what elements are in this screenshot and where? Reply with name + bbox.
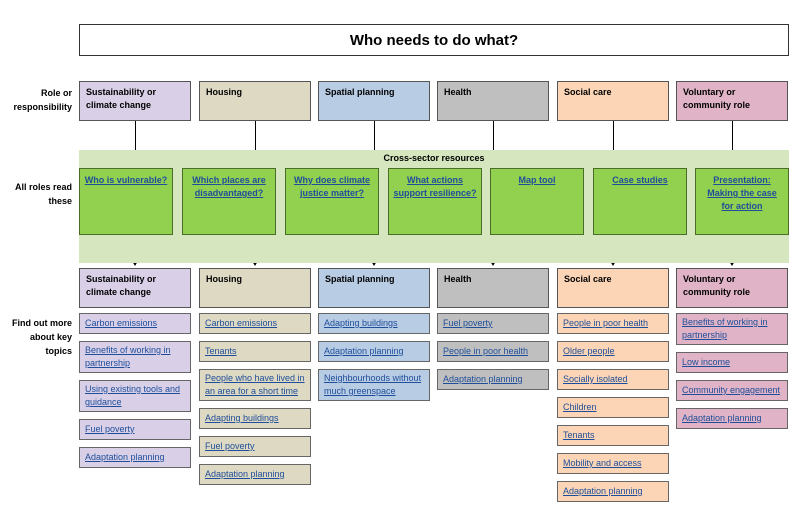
connector-top-spatial-planning	[374, 121, 375, 150]
topic-fuel-poverty[interactable]: Fuel poverty	[437, 313, 549, 334]
topic-benefits-of-working-in-partnership[interactable]: Benefits of working in partnership	[676, 313, 788, 345]
resource-what-actions-support-resilience[interactable]: What actions support resilience?	[388, 168, 482, 235]
topic-low-income[interactable]: Low income	[676, 352, 788, 373]
role-header-housing: Housing	[199, 81, 311, 121]
topic-adaptation-planning[interactable]: Adaptation planning	[437, 369, 549, 390]
topic-adaptation-planning[interactable]: Adaptation planning	[79, 447, 191, 468]
topic-tenants[interactable]: Tenants	[199, 341, 311, 362]
role-header-sustainability-or-climate-change: Sustainability or climate change	[79, 81, 191, 121]
role-topic-header-health: Health	[437, 268, 549, 308]
page-title: Who needs to do what?	[79, 24, 789, 56]
role-topic-header-voluntary-or-community-role: Voluntary or community role	[676, 268, 788, 308]
topic-fuel-poverty[interactable]: Fuel poverty	[79, 419, 191, 440]
role-header-spatial-planning: Spatial planning	[318, 81, 430, 121]
role-topic-header-sustainability-or-climate-change: Sustainability or climate change	[79, 268, 191, 308]
role-topic-header-housing: Housing	[199, 268, 311, 308]
role-topic-header-spatial-planning: Spatial planning	[318, 268, 430, 308]
row-label-role: Role or responsibility	[13, 88, 72, 112]
topic-children[interactable]: Children	[557, 397, 669, 418]
topic-people-who-have-lived-in-an-area-for-a-short-time[interactable]: People who have lived in an area for a s…	[199, 369, 311, 401]
arrow-down-icon	[252, 261, 258, 266]
topic-carbon-emissions[interactable]: Carbon emissions	[199, 313, 311, 334]
resource-why-does-climate-justice-matter[interactable]: Why does climate justice matter?	[285, 168, 379, 235]
topic-tenants[interactable]: Tenants	[557, 425, 669, 446]
topic-adapting-buildings[interactable]: Adapting buildings	[318, 313, 430, 334]
topic-using-existing-tools-and-guidance[interactable]: Using existing tools and guidance	[79, 380, 191, 412]
topic-adapting-buildings[interactable]: Adapting buildings	[199, 408, 311, 429]
resource-map-tool[interactable]: Map tool	[490, 168, 584, 235]
arrow-down-icon	[490, 261, 496, 266]
arrow-down-icon	[132, 261, 138, 266]
connector-top-voluntary-or-community-role	[732, 121, 733, 150]
connector-top-social-care	[613, 121, 614, 150]
resource-which-places-are-disadvantaged[interactable]: Which places are disadvantaged?	[182, 168, 276, 235]
topic-community-engagement[interactable]: Community engagement	[676, 380, 788, 401]
topic-socially-isolated[interactable]: Socially isolated	[557, 369, 669, 390]
topic-benefits-of-working-in-partnership[interactable]: Benefits of working in partnership	[79, 341, 191, 373]
resource-case-studies[interactable]: Case studies	[593, 168, 687, 235]
connector-top-housing	[255, 121, 256, 150]
topic-adaptation-planning[interactable]: Adaptation planning	[557, 481, 669, 502]
topic-mobility-and-access[interactable]: Mobility and access	[557, 453, 669, 474]
topic-people-in-poor-health[interactable]: People in poor health	[557, 313, 669, 334]
role-header-health: Health	[437, 81, 549, 121]
arrow-down-icon	[729, 261, 735, 266]
connector-top-health	[493, 121, 494, 150]
topic-people-in-poor-health[interactable]: People in poor health	[437, 341, 549, 362]
topic-adaptation-planning[interactable]: Adaptation planning	[318, 341, 430, 362]
role-header-social-care: Social care	[557, 81, 669, 121]
arrow-down-icon	[610, 261, 616, 266]
resource-who-is-vulnerable[interactable]: Who is vulnerable?	[79, 168, 173, 235]
topic-fuel-poverty[interactable]: Fuel poverty	[199, 436, 311, 457]
row-label-read: All roles read these	[14, 182, 72, 206]
topic-carbon-emissions[interactable]: Carbon emissions	[79, 313, 191, 334]
connector-top-sustainability-or-climate-change	[135, 121, 136, 150]
topic-adaptation-planning[interactable]: Adaptation planning	[199, 464, 311, 485]
topic-adaptation-planning[interactable]: Adaptation planning	[676, 408, 788, 429]
arrow-down-icon	[371, 261, 377, 266]
role-topic-header-social-care: Social care	[557, 268, 669, 308]
resource-presentation-making-the-case-for-action[interactable]: Presentation: Making the case for action	[695, 168, 789, 235]
row-label-more: Find out more about key topics	[12, 318, 72, 356]
topic-older-people[interactable]: Older people	[557, 341, 669, 362]
role-header-voluntary-or-community-role: Voluntary or community role	[676, 81, 788, 121]
cross-sector-title: Cross-sector resources	[383, 153, 485, 163]
topic-neighbourhoods-without-much-greenspace[interactable]: Neighbourhoods without much greenspace	[318, 369, 430, 401]
